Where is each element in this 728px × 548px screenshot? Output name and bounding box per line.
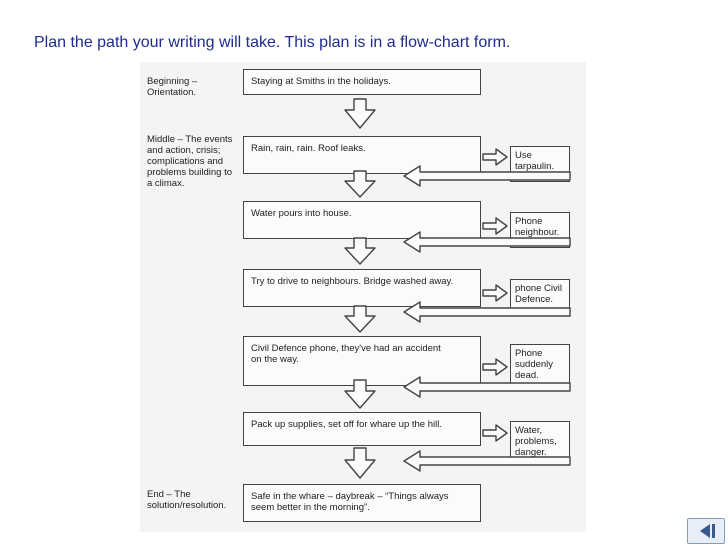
down-arrow-icon [344,98,376,129]
right-arrow-icon [482,358,508,376]
stage-beginning-label: Beginning – Orientation. [147,76,198,98]
down-arrow-icon [344,379,376,409]
flow-step-3: Water pours into house. [243,201,481,239]
return-arrow-icon [403,165,571,187]
down-arrow-icon [344,237,376,265]
return-arrow-icon [403,231,571,253]
down-arrow-icon [344,305,376,333]
return-arrow-icon [403,301,571,323]
right-arrow-icon [482,284,508,302]
previous-slide-button[interactable] [687,518,725,544]
down-arrow-icon [344,170,376,198]
right-arrow-icon [482,217,508,235]
back-icon [700,524,715,538]
right-arrow-icon [482,424,508,442]
flow-step-6: Pack up supplies, set off for whare up t… [243,412,481,446]
flow-step-1: Staying at Smiths in the holidays. [243,69,481,95]
flow-step-7: Safe in the whare – daybreak – “Things a… [243,484,481,522]
page-title: Plan the path your writing will take. Th… [34,34,511,51]
return-arrow-icon [403,376,571,398]
right-arrow-icon [482,148,508,166]
down-arrow-icon [344,447,376,479]
return-arrow-icon [403,450,571,472]
response-note-4: Phone suddenly dead. [510,344,570,388]
stage-end-label: End – The solution/resolution. [147,489,227,511]
flow-step-5: Civil Defence phone, they've had an acci… [243,336,481,386]
stage-middle-label: Middle – The events and action, crisis; … [147,134,233,189]
